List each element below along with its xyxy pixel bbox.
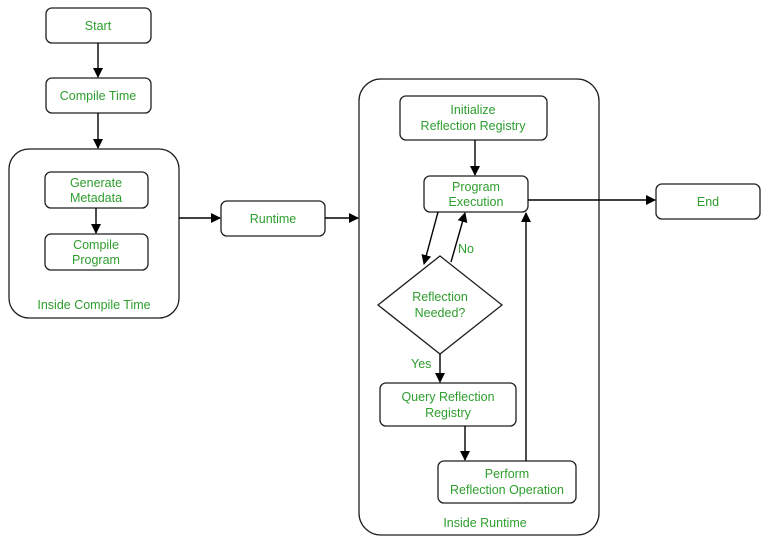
compile-program-line1: Compile	[73, 238, 119, 252]
init-registry-line2: Reflection Registry	[421, 119, 527, 133]
program-execution-line2: Execution	[449, 195, 504, 209]
reflection-needed-line1: Reflection	[412, 290, 468, 304]
runtime-group-label: Inside Runtime	[443, 516, 526, 530]
program-execution-node	[423, 175, 529, 213]
generate-metadata-line2: Metadata	[70, 191, 122, 205]
query-registry-line1: Query Reflection	[401, 390, 494, 404]
end-node	[655, 183, 761, 220]
query-registry-node	[379, 382, 517, 427]
edge-label-no: No	[458, 242, 474, 256]
edge-execution-to-decision	[421, 211, 439, 265]
perform-operation-line2: Reflection Operation	[450, 483, 564, 497]
edge-decision-no-to-execution	[450, 212, 468, 263]
end-label: End	[697, 195, 719, 209]
program-execution-line1: Program	[452, 180, 500, 194]
perform-operation-line1: Perform	[485, 467, 529, 481]
compile-program-line2: Program	[72, 253, 120, 267]
perform-operation-node	[437, 460, 577, 504]
compile-program-node	[44, 233, 149, 271]
generate-metadata-line1: Generate	[70, 176, 122, 190]
start-label: Start	[85, 19, 112, 33]
runtime-label: Runtime	[250, 212, 297, 226]
compile-time-label: Compile Time	[60, 89, 136, 103]
reflection-needed-line2: Needed?	[415, 306, 466, 320]
init-registry-node	[399, 95, 548, 141]
compile-time-group-label: Inside Compile Time	[37, 298, 150, 312]
query-registry-line2: Registry	[425, 406, 472, 420]
edge-label-yes: Yes	[411, 357, 431, 371]
init-registry-line1: Initialize	[450, 103, 495, 117]
